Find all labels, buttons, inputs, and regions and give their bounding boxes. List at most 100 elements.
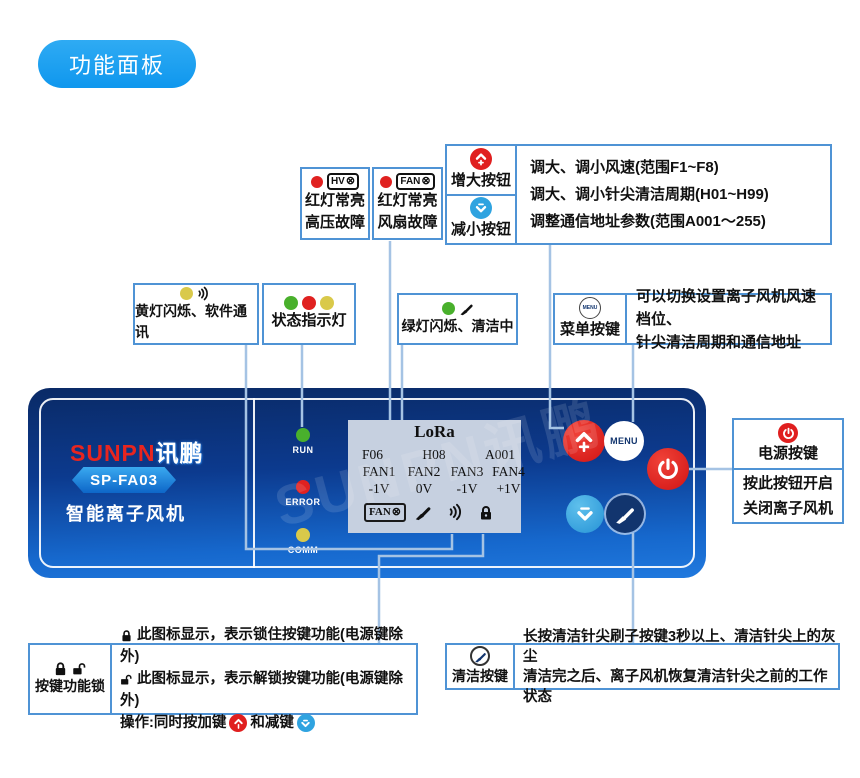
lock-closed-icon [122,629,131,641]
decrease-button-icon [296,714,315,732]
status-lights-note: 状态指示灯 [262,283,356,345]
op-middle: 和减键 [250,715,294,731]
lcd-fan4: FAN4 [492,464,525,479]
clean-label: 清洁按键 [452,668,508,684]
lcd-fan-speed: F06 [362,447,384,462]
adjust-desc-line3: 调整通信地址参数(范围A001～255) [530,213,766,230]
menu-button-icon: MENU [579,297,601,319]
power-label: 电源按键 [757,445,818,462]
error-light [296,480,310,494]
power-icon [658,458,678,480]
menu-label: 菜单按键 [559,321,620,338]
red-light-icon [380,175,393,188]
lcd-v1: -1V [368,481,390,496]
lock-open-icon [121,674,132,685]
fan-badge-text: FAN [369,505,391,518]
lcd-v3: -1V [456,481,478,496]
lcd-address: A001 [484,447,515,462]
device-panel: SUNPN讯鹏 SP-FA03 智能离子风机 RUN ERROR COMM Lo… [28,388,706,578]
fan-fault-line2: 风扇故障 [377,214,438,231]
page-title: 功能面板 [38,40,196,88]
key-lock-label: 按键功能锁 [35,678,105,694]
increase-label: 增大按钮 [450,171,511,189]
key-lock-line1: 此图标显示，表示锁住按键功能(电源键除外) [120,624,416,668]
power-desc-line1: 按此按钮开启 [742,475,833,492]
lcd-status-icons: FAN⊗ [348,499,521,525]
lcd-values-row: F06 H08 A001 [348,447,521,463]
yellow-comm-label: 黄灯闪烁、软件通讯 [135,302,247,340]
hv-fault-note: HV⊗ 红灯常亮 高压故障 [300,167,370,240]
op-prefix: 操作:同时按加键 [120,715,227,731]
fan-badge: FAN⊗ [396,173,435,190]
menu-button-note: MENU 菜单按键 可以切换设置离子风机风速档位、 针尖清洁周期和通信地址 [553,288,832,351]
lock-icon [481,505,492,519]
power-desc-line2: 关闭离子风机 [742,500,833,517]
increase-button-icon [470,147,492,170]
locked-desc: 此图标显示，表示锁住按键功能(电源键除外) [120,627,403,665]
red-light-icon [310,175,323,188]
signal-icon [449,503,461,521]
increase-button-icon [229,714,248,732]
hv-fault-line2: 高压故障 [304,214,365,231]
clean-button[interactable] [606,495,644,533]
fan-fault-icon: FAN⊗ [364,502,407,522]
green-light-icon [441,302,455,315]
yellow-comm-note: 黄灯闪烁、软件通讯 [133,283,259,345]
lock-open-icon [73,663,86,675]
red-light-icon [302,296,316,310]
green-clean-note: 绿灯闪烁、清洁中 [397,293,518,345]
power-button-note: 电源按键 按此按钮开启 关闭离子风机 [732,418,844,524]
fan-fault-line1: 红灯常亮 [377,192,438,209]
chevron-down-minus-icon [577,507,593,521]
run-light-label: RUN [292,445,314,455]
panel-section-divider [253,398,255,568]
status-lights-label: 状态指示灯 [271,312,347,329]
comm-light-label: COMM [287,545,319,555]
yellow-light-icon [320,296,334,310]
blocked-icon: ⊗ [421,175,431,187]
lcd-fan2: FAN2 [407,464,441,479]
decrease-button[interactable] [566,495,604,533]
key-lock-note: 按键功能锁 此图标显示，表示锁住按键功能(电源键除外) 此图标显示，表示解锁按键… [28,627,418,732]
lcd-v4: +1V [496,481,521,496]
error-light-label: ERROR [285,497,321,507]
yellow-light-icon [180,286,193,300]
fan-fault-note: FAN⊗ 红灯常亮 风扇故障 [372,167,443,240]
product-name: 智能离子风机 [66,504,186,524]
key-lock-line3: 操作:同时按加键 和减键 [120,712,416,734]
fan-badge-text: FAN [400,176,421,187]
lcd-fan1: FAN1 [362,464,396,479]
chevron-up-plus-icon [575,432,593,453]
decrease-label: 减小按钮 [450,221,511,239]
lcd-clean-cycle: H08 [422,447,446,462]
lcd-fan3: FAN3 [450,464,484,479]
decrease-button-icon [470,197,492,220]
adjust-desc-line1: 调大、调小风速(范围F1~F8) [530,159,719,176]
brand-logo: SUNPN讯鹏 [70,434,204,468]
clean-desc-line1: 长按清洁针尖刷子按键3秒以上、清洁针尖上的灰尘 [523,628,836,665]
lcd-fan-row: FAN1 FAN2 FAN3 FAN4 [348,464,525,480]
menu-desc-line2: 针尖清洁周期和通信地址 [636,333,802,351]
clean-button-icon [470,646,490,666]
menu-button[interactable]: MENU [604,421,644,461]
model-badge: SP-FA03 [72,467,176,493]
brush-icon [616,508,634,524]
increase-button[interactable] [563,420,605,462]
power-button[interactable] [647,448,689,490]
clean-desc-line2: 清洁完之后、离子风机恢复清洁针尖之前的工作状态 [523,668,828,705]
lock-closed-icon [55,662,66,676]
green-clean-label: 绿灯闪烁、清洁中 [401,318,514,334]
key-lock-line2: 此图标显示，表示解锁按键功能(电源键除外) [120,668,416,712]
brush-icon [415,507,431,521]
lcd-v2: 0V [415,481,433,496]
lcd-title: LoRa [414,422,455,441]
signal-icon [198,286,208,300]
hv-fault-line1: 红灯常亮 [304,192,365,209]
unlocked-desc: 此图标显示，表示解锁按键功能(电源键除外) [120,671,403,709]
brand-cn: 讯鹏 [155,440,204,466]
menu-desc-line1: 可以切换设置离子风机风速档位、 [636,287,817,328]
adjust-buttons-note: 增大按钮 减小按钮 调大、调小风速(范围F1~F8) 调大、调小针尖清洁周期(H… [445,144,832,245]
comm-light [296,528,310,542]
brush-icon [460,304,473,316]
